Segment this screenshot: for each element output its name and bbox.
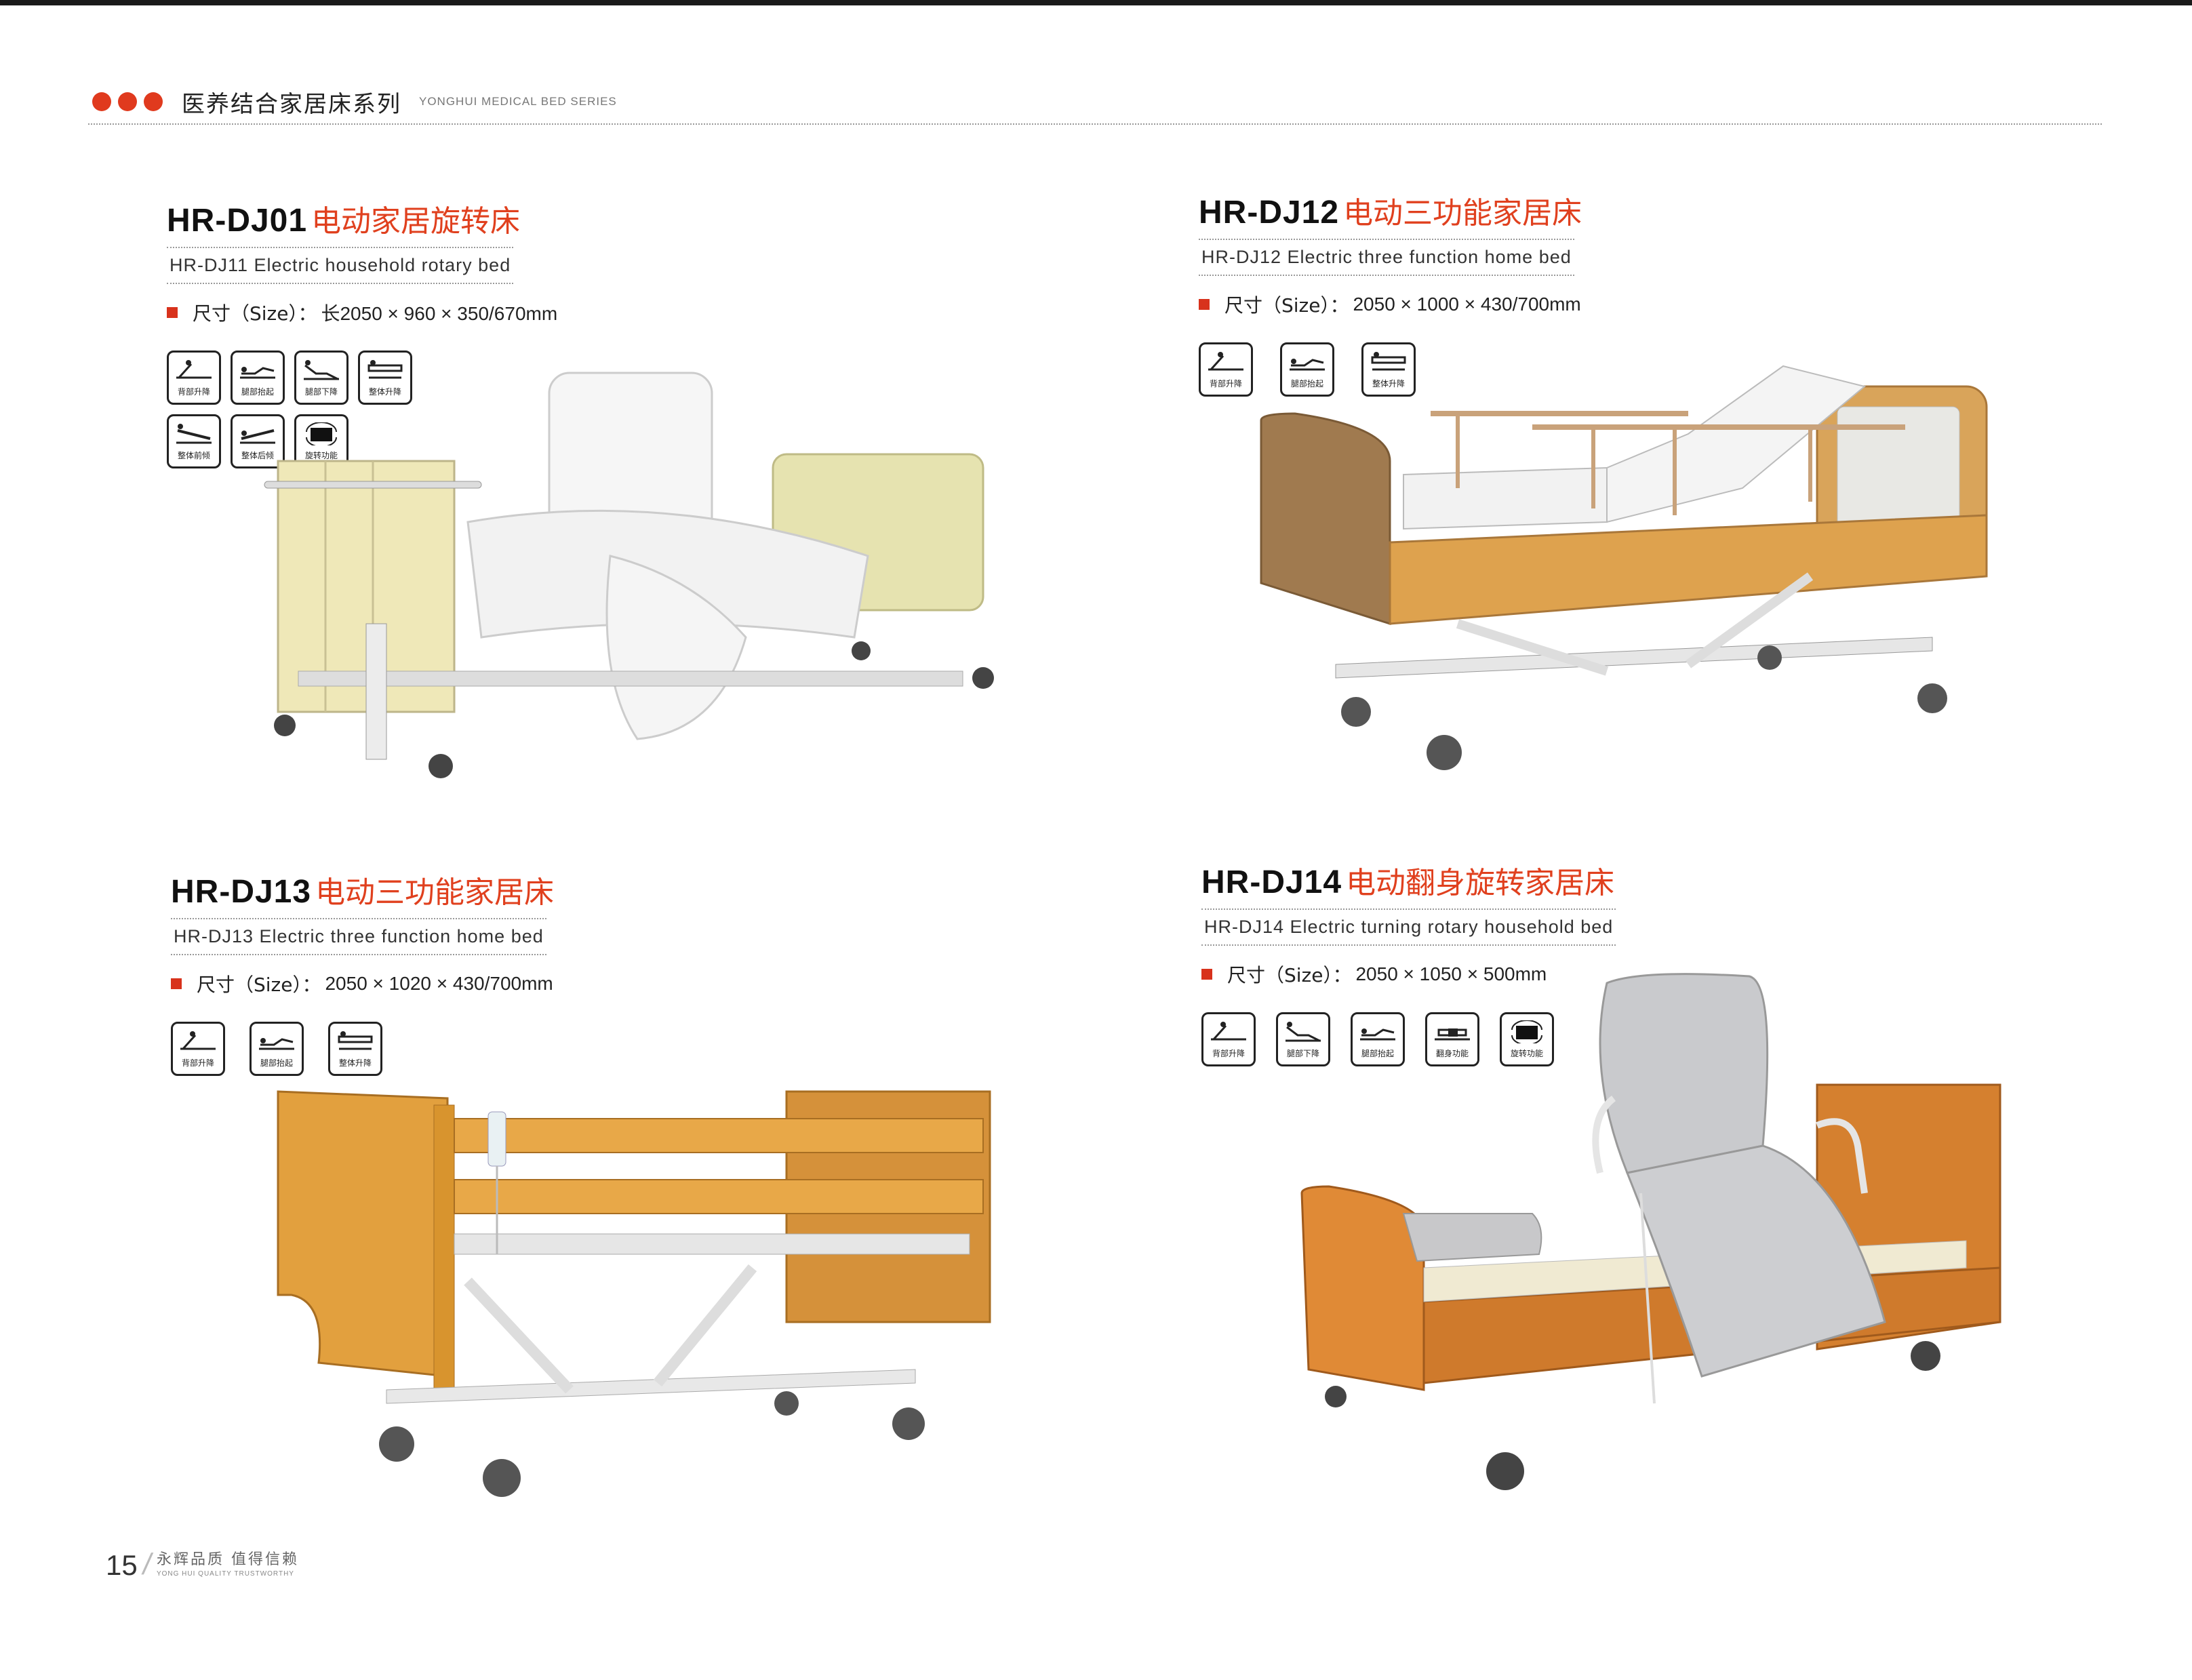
foot-lower-icon: 腿部下降 bbox=[1276, 1012, 1330, 1066]
top-border bbox=[0, 0, 2192, 5]
bed-image-hr-dj14 bbox=[1300, 973, 2001, 1490]
leg-raise-icon: 腿部抬起 bbox=[1280, 342, 1334, 397]
product-size: 尺寸（Size）： 2050 × 1050 × 500mm bbox=[1201, 961, 1616, 988]
function-icons: 背部升降 腿部抬起 整体升降 bbox=[1199, 342, 1470, 397]
back-raise-icon: 背部升降 bbox=[167, 351, 221, 405]
product-model: HR-DJ13 bbox=[171, 874, 312, 910]
size-value: 长2050 × 960 × 350/670mm bbox=[321, 303, 558, 324]
size-label: 尺寸（Size）： bbox=[1227, 964, 1352, 986]
bed-image-hr-dj13 bbox=[277, 1090, 991, 1497]
product-model: HR-DJ12 bbox=[1199, 195, 1340, 231]
bullet-square-icon bbox=[1199, 299, 1210, 310]
product-name-en: HR-DJ12 Electric three function home bed bbox=[1199, 239, 1574, 276]
tilt-forward-icon: 整体前倾 bbox=[167, 414, 221, 468]
product-model: HR-DJ01 bbox=[167, 203, 308, 239]
size-label: 尺寸（Size）： bbox=[193, 302, 317, 325]
function-icons: 背部升降 腿部抬起 整体升降 bbox=[171, 1022, 442, 1076]
page-header: 医养结合家居床系列 YONGHUI MEDICAL BED SERIES bbox=[92, 81, 617, 122]
size-value: 2050 × 1020 × 430/700mm bbox=[325, 973, 553, 994]
red-dot-icon bbox=[118, 92, 137, 111]
page-number: 15 bbox=[106, 1549, 138, 1581]
product-hr-dj13: HR-DJ13 电动三功能家居床 HR-DJ13 Electric three … bbox=[171, 868, 554, 1076]
lift-icon: 整体升降 bbox=[328, 1022, 382, 1076]
size-label: 尺寸（Size）： bbox=[197, 974, 321, 996]
leg-raise-icon: 腿部抬起 bbox=[231, 351, 285, 405]
product-name-en: HR-DJ11 Electric household rotary bed bbox=[167, 247, 514, 284]
lift-icon: 整体升降 bbox=[1361, 342, 1416, 397]
back-raise-icon: 背部升降 bbox=[171, 1022, 225, 1076]
product-name-en: HR-DJ13 Electric three function home bed bbox=[171, 918, 546, 955]
bed-image-hr-dj12 bbox=[1260, 365, 1988, 770]
series-title-cn: 医养结合家居床系列 bbox=[182, 90, 401, 118]
back-raise-icon: 背部升降 bbox=[1201, 1012, 1256, 1066]
slogan-cn: 永辉品质 值得信赖 bbox=[156, 1551, 299, 1568]
product-hr-dj01: HR-DJ01 电动家居旋转床 HR-DJ11 Electric househo… bbox=[167, 197, 557, 468]
size-value: 2050 × 1000 × 430/700mm bbox=[1353, 294, 1581, 315]
product-size: 尺寸（Size）： 2050 × 1000 × 430/700mm bbox=[1199, 291, 1582, 318]
product-title: HR-DJ01 电动家居旋转床 bbox=[167, 197, 557, 240]
product-name-en: HR-DJ14 Electric turning rotary househol… bbox=[1201, 908, 1616, 946]
product-title: HR-DJ14 电动翻身旋转家居床 bbox=[1201, 858, 1616, 902]
function-icons: 背部升降 腿部下降 腿部抬起 翻身功能 旋转功能 bbox=[1201, 1012, 1581, 1066]
lift-icon: 整体升降 bbox=[358, 351, 412, 405]
turn-over-icon: 翻身功能 bbox=[1425, 1012, 1479, 1066]
function-icons: 背部升降 腿部抬起 腿部下降 整体升降 整体前倾 整体后倾 旋转功能 bbox=[167, 351, 438, 468]
foot-lower-icon: 腿部下降 bbox=[294, 351, 348, 405]
product-hr-dj14: HR-DJ14 电动翻身旋转家居床 HR-DJ14 Electric turni… bbox=[1201, 858, 1616, 1066]
product-name-cn: 电动三功能家居床 bbox=[1343, 196, 1582, 231]
back-raise-icon: 背部升降 bbox=[1199, 342, 1253, 397]
product-title: HR-DJ13 电动三功能家居床 bbox=[171, 868, 554, 911]
bullet-square-icon bbox=[1201, 969, 1212, 980]
header-divider bbox=[88, 123, 2102, 125]
size-label: 尺寸（Size）： bbox=[1224, 294, 1349, 317]
leg-raise-icon: 腿部抬起 bbox=[250, 1022, 304, 1076]
product-hr-dj12: HR-DJ12 电动三功能家居床 HR-DJ12 Electric three … bbox=[1199, 188, 1582, 397]
tilt-back-icon: 整体后倾 bbox=[231, 414, 285, 468]
bed-image-hr-dj01 bbox=[264, 372, 994, 778]
product-name-cn: 电动家居旋转床 bbox=[311, 204, 521, 239]
product-size: 尺寸（Size）： 长2050 × 960 × 350/670mm bbox=[167, 299, 557, 326]
footer-slash: / bbox=[140, 1548, 155, 1581]
product-name-cn: 电动翻身旋转家居床 bbox=[1346, 866, 1615, 900]
rotate-icon: 旋转功能 bbox=[294, 414, 348, 468]
red-dot-icon bbox=[144, 92, 163, 111]
size-value: 2050 × 1050 × 500mm bbox=[1355, 963, 1547, 984]
footer-slogan: 永辉品质 值得信赖 YONG HUI QUALITY TRUSTWORTHY bbox=[157, 1547, 299, 1578]
product-size: 尺寸（Size）： 2050 × 1020 × 430/700mm bbox=[171, 970, 554, 997]
product-name-cn: 电动三功能家居床 bbox=[315, 875, 555, 910]
bullet-square-icon bbox=[171, 978, 182, 989]
product-model: HR-DJ14 bbox=[1201, 864, 1342, 900]
bullet-square-icon bbox=[167, 307, 178, 318]
rotate-icon: 旋转功能 bbox=[1500, 1012, 1554, 1066]
page-footer: 15 / 永辉品质 值得信赖 YONG HUI QUALITY TRUSTWOR… bbox=[106, 1547, 299, 1582]
series-title-en: YONGHUI MEDICAL BED SERIES bbox=[419, 95, 617, 108]
red-dot-icon bbox=[92, 92, 111, 111]
leg-raise-icon: 腿部抬起 bbox=[1351, 1012, 1405, 1066]
product-title: HR-DJ12 电动三功能家居床 bbox=[1199, 188, 1582, 232]
slogan-en: YONG HUI QUALITY TRUSTWORTHY bbox=[156, 1570, 294, 1578]
